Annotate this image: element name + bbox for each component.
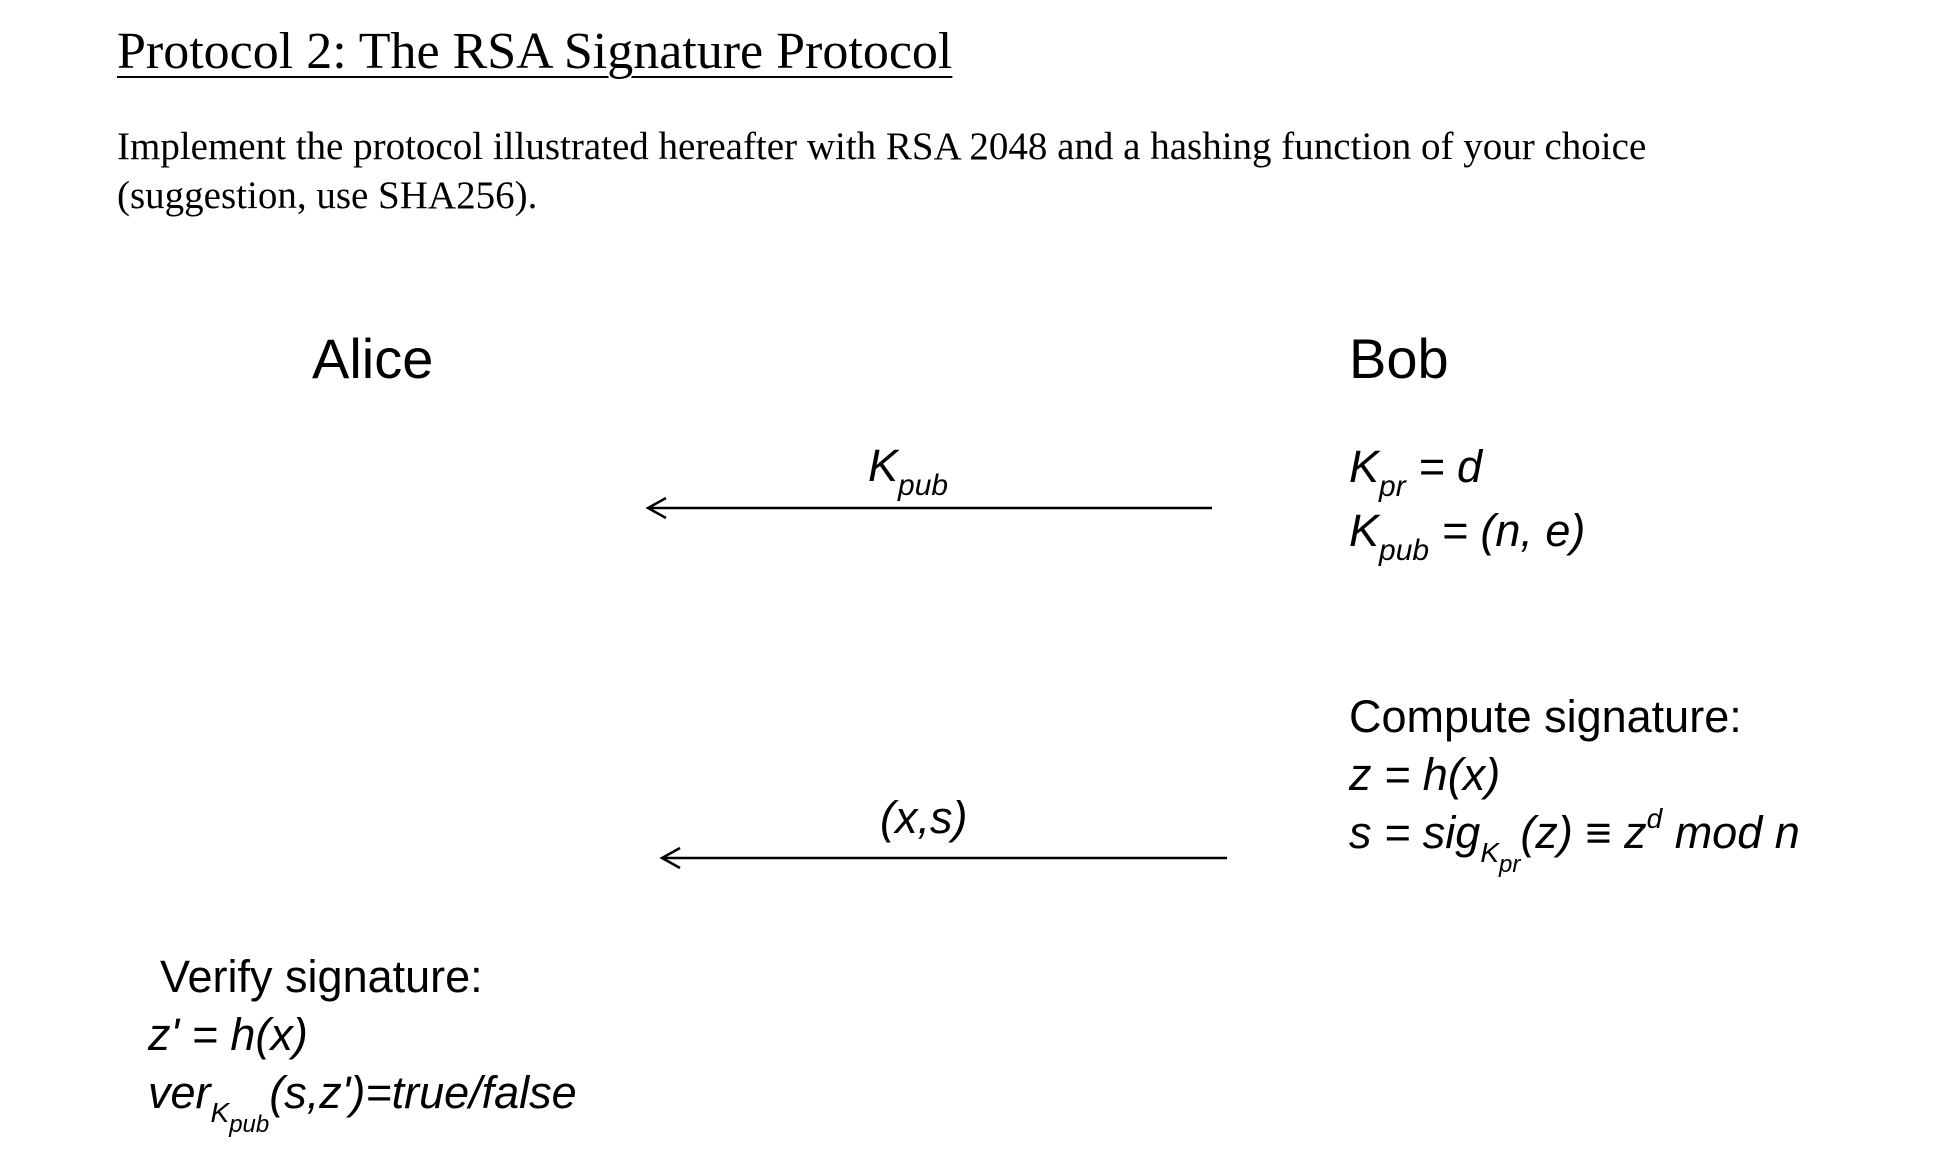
- hash-line: z' = h(x): [148, 1009, 308, 1060]
- key-value: = d: [1405, 441, 1483, 492]
- compute-heading: Compute signature:: [1349, 691, 1742, 742]
- ver-key-subsubscript: pub: [229, 1111, 270, 1138]
- ver-text: ver: [148, 1067, 211, 1118]
- verification-line: verKpub(s,z')=true/false: [148, 1064, 577, 1138]
- sig-key-symbol: K: [1480, 837, 1499, 868]
- sig-text: s = sig: [1349, 807, 1481, 858]
- key-subscript: pub: [1379, 534, 1430, 567]
- key-symbol: K: [1349, 505, 1380, 556]
- sig-key-subscript: Kpr: [1480, 837, 1520, 878]
- key-symbol: K: [1349, 441, 1380, 492]
- message-label-public-key: Kpub: [868, 440, 948, 502]
- intro-paragraph: Implement the protocol illustrated herea…: [117, 125, 1647, 217]
- party-bob: Bob: [1349, 327, 1449, 390]
- modulus-text: mod n: [1662, 807, 1800, 858]
- page-title: Protocol 2: The RSA Signature Protocol: [117, 23, 953, 80]
- bob-keys: Kpr = d Kpub = (n, e): [1349, 438, 1586, 567]
- ver-key-subscript: Kpub: [210, 1097, 270, 1138]
- sig-formula: (z) ≡ z: [1520, 807, 1647, 858]
- hash-line: z = h(x): [1349, 749, 1501, 800]
- key-subscript: pr: [1379, 470, 1406, 503]
- arrowhead-icon: [645, 496, 667, 520]
- message-subscript: pub: [898, 469, 949, 502]
- party-alice: Alice: [312, 327, 434, 390]
- bob-compute-signature: Compute signature: z = h(x) s = sigKpr(z…: [1349, 688, 1800, 878]
- bob-public-key-line: Kpub = (n, e): [1349, 502, 1586, 567]
- signature-line: s = sigKpr(z) ≡ zd mod n: [1349, 803, 1800, 878]
- ver-key-symbol: K: [210, 1097, 230, 1128]
- verify-heading: Verify signature:: [160, 951, 483, 1002]
- message-symbol: K: [868, 440, 899, 491]
- arrow-signed-message: [659, 846, 1227, 870]
- exponent: d: [1646, 803, 1663, 834]
- message-label-signed-message: (x,s): [880, 792, 968, 843]
- ver-formula: (s,z')=true/false: [269, 1067, 577, 1118]
- alice-verify-signature: Verify signature: z' = h(x) verKpub(s,z'…: [148, 948, 577, 1138]
- key-value: = (n, e): [1429, 505, 1586, 556]
- bob-private-key-line: Kpr = d: [1349, 438, 1585, 503]
- arrow-public-key: [645, 496, 1212, 520]
- arrowhead-icon: [659, 846, 681, 870]
- sig-key-subsubscript: pr: [1499, 851, 1521, 878]
